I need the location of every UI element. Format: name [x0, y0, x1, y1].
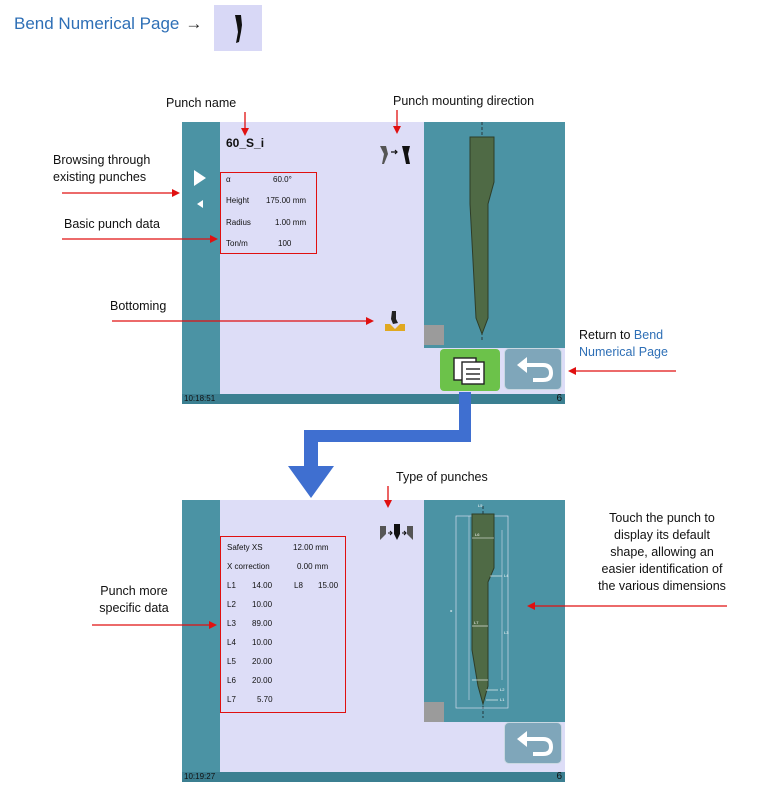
clock-text: 10:18:51: [184, 394, 216, 403]
browse-prev-button[interactable]: [197, 200, 203, 208]
corner-digit: 6: [556, 771, 562, 782]
dim-label-alpha: α: [450, 608, 453, 613]
annotation-touch-line1: Touch the punch to: [609, 511, 715, 525]
punch-profile-icon: [235, 15, 242, 43]
punch-dimension-view[interactable]: L5 L6 L4 L3 L7 L2 L1 α: [424, 500, 565, 722]
dim-label-l5: L5: [478, 503, 483, 508]
annotation-touch-line5: the various dimensions: [598, 579, 726, 593]
annotation-browsing: Browsing through existing punches: [53, 152, 150, 186]
basic-data-highlight: [220, 172, 317, 254]
tonm-label: Ton/m: [226, 239, 248, 248]
height-label: Height: [226, 196, 250, 205]
page-heading: Bend Numerical Page →: [14, 14, 202, 34]
annotation-type-of-punches: Type of punches: [396, 470, 488, 484]
alpha-label: α: [226, 175, 231, 184]
l3-label: L3: [227, 619, 236, 628]
list-details-button[interactable]: [440, 349, 500, 391]
l3-value: 89.00: [252, 619, 273, 628]
corner-digit: 6: [556, 393, 562, 404]
xcorrection-value: 0.00 mm: [297, 562, 329, 571]
punch-dimension-drawing[interactable]: [424, 500, 565, 722]
l8-label: L8: [294, 581, 303, 590]
annotation-punch-more-data: Punch more specific data: [86, 583, 182, 617]
annotation-touch-punch: Touch the punch to display its default s…: [574, 510, 750, 595]
mounting-direction-icon[interactable]: [378, 142, 414, 168]
annotation-numerical-page-link[interactable]: Numerical Page: [579, 345, 668, 359]
l5-value: 20.00: [252, 657, 273, 666]
annotation-browsing-line1: Browsing through: [53, 153, 151, 167]
radius-label: Radius: [226, 218, 251, 227]
l7-value: 5.70: [257, 695, 273, 704]
dim-label-l7: L7: [474, 620, 479, 625]
annotation-touch-line2: display its default: [614, 528, 710, 542]
annotation-bend-link[interactable]: Bend: [633, 328, 664, 342]
corner-square: [424, 325, 444, 345]
safety-label: Safety XS: [227, 543, 263, 552]
l4-value: 10.00: [252, 638, 273, 647]
l7-label: L7: [227, 695, 236, 704]
annotation-more-line1: Punch more: [100, 584, 168, 598]
annotation-return: Return to Bend Numerical Page: [579, 327, 668, 361]
punch-view[interactable]: [424, 122, 565, 348]
arrow-text: →: [185, 14, 203, 33]
play-right-icon: [194, 170, 206, 186]
annotation-browsing-line2: existing punches: [53, 170, 147, 184]
return-button[interactable]: [504, 348, 562, 390]
punch-thumbnail[interactable]: [214, 5, 262, 51]
annotation-touch-line3: shape, allowing an: [610, 545, 714, 559]
safety-value: 12.00 mm: [293, 543, 329, 552]
l6-label: L6: [227, 676, 236, 685]
l2-label: L2: [227, 600, 236, 609]
annotation-return-to: Return to: [579, 328, 631, 342]
dim-label-l2: L2: [500, 687, 505, 692]
small-left-icon: [197, 200, 203, 208]
corner-square: [424, 702, 444, 722]
return-arrow-icon: [517, 731, 554, 756]
specific-data-highlight: [220, 536, 346, 713]
dim-label-l4: L4: [504, 573, 509, 578]
bottoming-icon: [385, 311, 405, 331]
radius-value: 1.00 mm: [275, 218, 307, 227]
dim-label-l6: L6: [475, 532, 480, 537]
l2-value: 10.00: [252, 600, 273, 609]
bend-numerical-page-link[interactable]: Bend Numerical Page: [14, 14, 180, 33]
annotation-punch-name: Punch name: [166, 96, 237, 110]
dim-label-l3: L3: [504, 630, 509, 635]
return-arrow-icon: [517, 357, 554, 382]
status-footer: [182, 394, 565, 404]
punch-shape[interactable]: [424, 122, 565, 348]
l5-label: L5: [227, 657, 236, 666]
flow-arrow: [288, 392, 471, 498]
punch-screen-basic: 10:18:51 6 60_S_i α 60.0° Height 175.00 …: [182, 122, 565, 404]
l8-value: 15.00: [318, 581, 339, 590]
annotation-touch-line4: easier identification of: [601, 562, 723, 576]
alpha-value: 60.0°: [273, 175, 292, 184]
l6-value: 20.00: [252, 676, 273, 685]
documents-icon: [453, 357, 485, 385]
l1-label: L1: [227, 581, 236, 590]
l4-label: L4: [227, 638, 236, 647]
annotation-more-line2: specific data: [99, 601, 169, 615]
height-value: 175.00 mm: [266, 196, 307, 205]
annotation-basic-punch-data: Basic punch data: [64, 217, 160, 231]
l1-value: 14.00: [252, 581, 273, 590]
punch-type-icon[interactable]: [376, 520, 416, 546]
xcorrection-label: X correction: [227, 562, 270, 571]
clock-text: 10:19:27: [184, 772, 216, 781]
annotation-bottoming: Bottoming: [110, 299, 167, 313]
browse-next-button[interactable]: [194, 170, 206, 186]
tonm-value: 100: [278, 239, 292, 248]
punch-screen-detailed: 10:19:27 6 Safety XS 12.00 mm X correcti…: [182, 500, 565, 782]
annotation-punch-mounting-direction: Punch mounting direction: [393, 94, 535, 108]
return-button[interactable]: [504, 722, 562, 764]
punch-name: 60_S_i: [226, 136, 265, 150]
status-footer: [182, 772, 565, 782]
dim-label-l1: L1: [500, 697, 505, 702]
